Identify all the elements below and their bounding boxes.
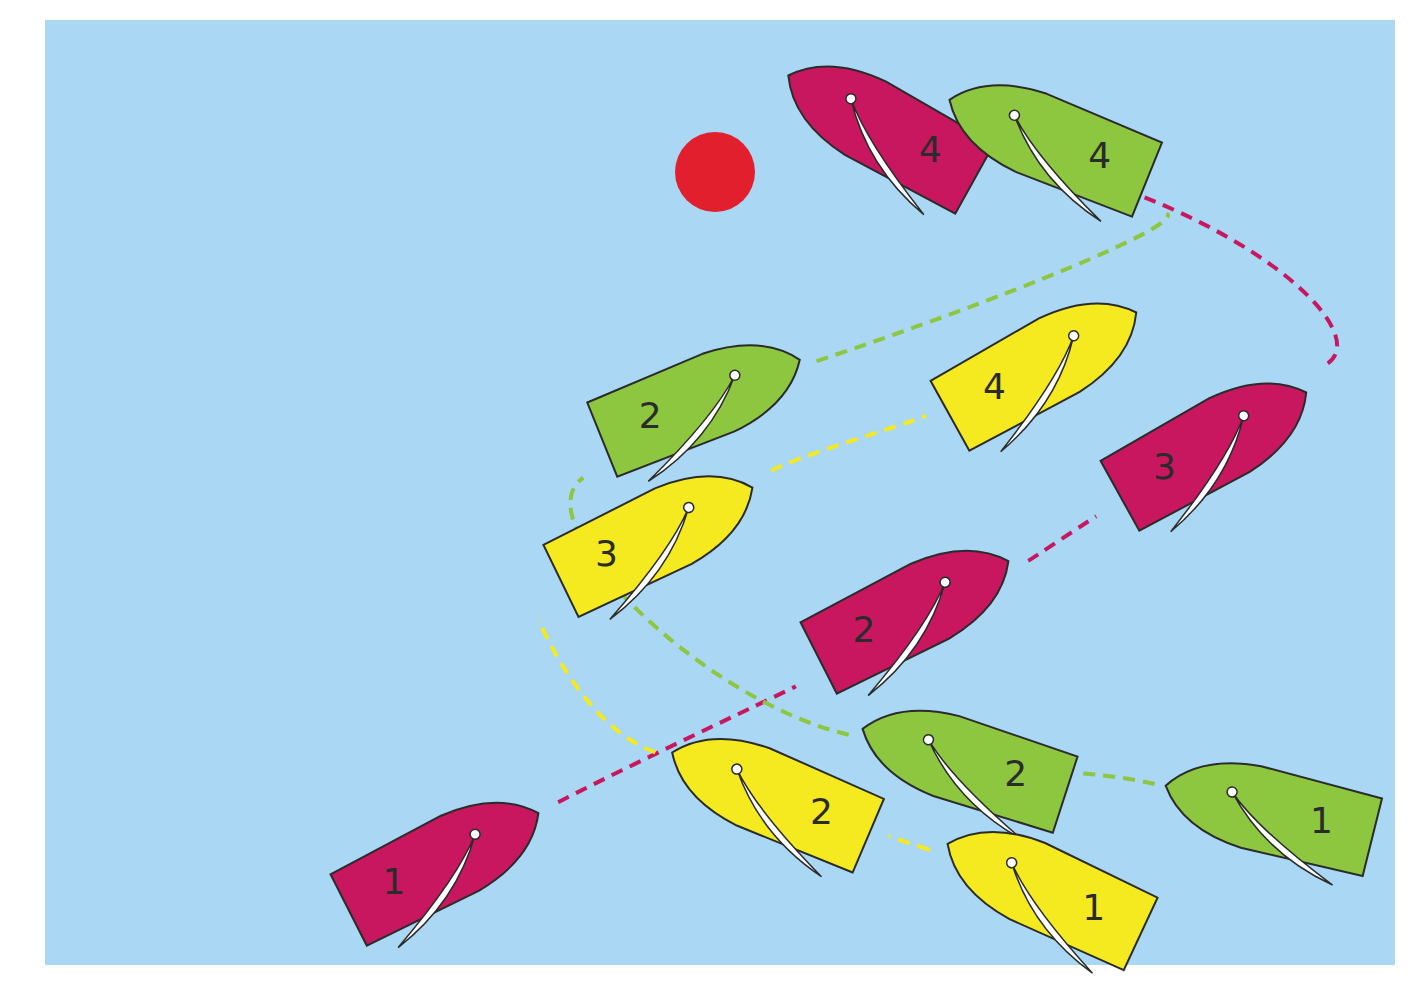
number-holder: 3 (595, 536, 618, 572)
number-holder: 2 (810, 794, 833, 830)
number-holder: 4 (1088, 138, 1111, 174)
number-holder: 2 (639, 398, 662, 434)
mark-buoy (675, 132, 755, 212)
sail (624, 375, 760, 481)
sail (990, 115, 1126, 221)
boat-shape (1155, 743, 1386, 881)
boat-shape (583, 319, 816, 482)
boat: 1 (326, 774, 558, 950)
sail (1216, 792, 1348, 885)
sail (819, 99, 956, 215)
boat: 3 (539, 448, 772, 622)
number-holder: 4 (983, 369, 1006, 405)
number-holder: 1 (1082, 890, 1105, 926)
hull (1100, 356, 1327, 533)
mast (938, 575, 951, 588)
boat-number: 2 (639, 395, 662, 436)
mast (1237, 409, 1251, 423)
boat-number: 1 (1082, 887, 1105, 928)
boat-shape (796, 522, 1028, 698)
boat-number: 1 (1310, 800, 1333, 841)
sail (908, 739, 1043, 839)
boat-shape (849, 687, 1082, 837)
hull (929, 806, 1158, 972)
boat-number: 2 (1004, 753, 1027, 794)
boat: 2 (796, 522, 1028, 698)
boat: 4 (926, 274, 1158, 456)
boat: 1 (1155, 743, 1386, 881)
sail (1139, 416, 1276, 532)
boat-shape (929, 804, 1162, 975)
mast (1005, 857, 1018, 870)
boat-shape (933, 59, 1166, 222)
number-holder: 3 (1153, 449, 1176, 485)
track-line (1081, 773, 1154, 784)
mast (922, 733, 935, 746)
mast (1226, 786, 1238, 798)
mast (1008, 108, 1021, 121)
track-line (539, 621, 656, 752)
boat-shape (926, 274, 1158, 456)
water (45, 20, 1395, 965)
number-holder: 1 (1310, 803, 1333, 839)
sail (368, 834, 505, 947)
boat-number: 2 (852, 609, 875, 650)
mast (729, 368, 742, 381)
mast (468, 827, 481, 840)
number-holder: 1 (382, 864, 405, 900)
boat-number: 1 (382, 861, 405, 902)
track-line (889, 836, 929, 850)
hull (849, 689, 1078, 835)
number-holder: 4 (919, 132, 942, 168)
hull (542, 450, 770, 619)
sail (711, 769, 847, 877)
mast (1067, 329, 1081, 343)
boat-number: 3 (1153, 446, 1176, 487)
boat-shape (539, 448, 772, 622)
hull (656, 714, 885, 875)
hull (1155, 745, 1382, 878)
boat-shape (655, 712, 888, 877)
boat-number: 3 (595, 533, 618, 574)
hull (799, 524, 1027, 696)
boat: 2 (655, 712, 888, 877)
mast (731, 763, 744, 776)
boat: 1 (929, 804, 1162, 975)
hull (934, 61, 1163, 219)
number-holder: 2 (852, 612, 875, 648)
sail (983, 863, 1120, 974)
boat: 4 (933, 59, 1166, 222)
track-line (1028, 516, 1096, 561)
sail (581, 508, 718, 620)
boat: 2 (849, 687, 1082, 837)
mast (844, 92, 858, 106)
sail (969, 336, 1106, 452)
track-line (771, 416, 926, 471)
boat-number: 4 (983, 366, 1006, 407)
hull (329, 776, 557, 948)
boat-number: 4 (1088, 135, 1111, 176)
boat-number: 2 (810, 791, 833, 832)
sail (838, 582, 975, 695)
hull (930, 276, 1157, 453)
mast (682, 501, 695, 514)
hull (587, 321, 816, 479)
boat-shape (326, 774, 558, 950)
boat-shape (1096, 354, 1328, 536)
number-holder: 2 (1004, 756, 1027, 792)
boat: 3 (1096, 354, 1328, 536)
boat: 2 (583, 319, 816, 482)
boat-number: 4 (919, 129, 942, 170)
